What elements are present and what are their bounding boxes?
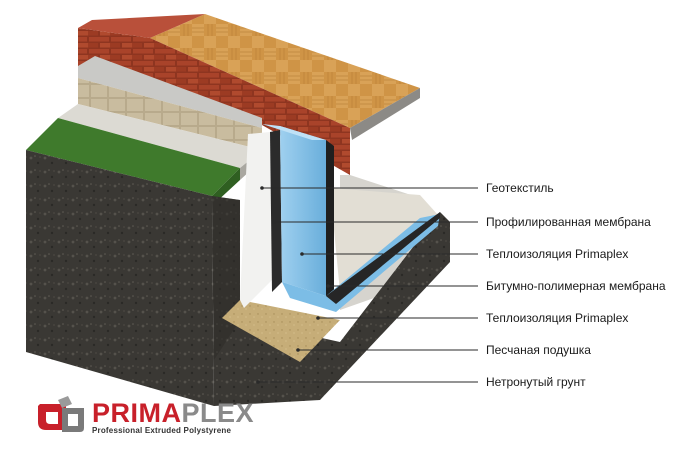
profiled-membrane — [270, 130, 282, 292]
floor-slab-edge — [350, 88, 420, 140]
soil-side — [212, 196, 450, 406]
grass-edge — [212, 168, 240, 204]
sand-cushion — [222, 300, 340, 362]
logo-word-plex: PLEX — [181, 398, 255, 428]
logo-tagline: Professional Extruded Polystyrene — [92, 426, 232, 435]
label-profiled-membrane: Профилированная мембрана — [486, 215, 651, 229]
label-sand-cushion: Песчаная подушка — [486, 343, 591, 357]
paving-strip — [58, 104, 262, 168]
primaplex-logo-icon — [38, 396, 84, 432]
label-bitumen-polymer-membrane: Битумно-полимерная мембрана — [486, 279, 666, 293]
callout-lines — [258, 187, 478, 383]
bitumen-under-slab — [326, 212, 440, 304]
tile-cladding — [78, 78, 262, 150]
label-insulation-primaplex-1: Теплоизоляция Primaplex — [486, 247, 629, 261]
label-insulation-primaplex-2: Теплоизоляция Primaplex — [486, 311, 629, 325]
insulation-wall — [280, 126, 326, 296]
logo-word-prima: PRIMA — [92, 398, 182, 428]
label-geotextile: Геотекстиль — [486, 181, 554, 195]
parquet-floor — [150, 14, 420, 128]
brick-wall-top — [78, 14, 205, 38]
wall-plinth-cap — [78, 56, 262, 128]
soil-front — [26, 150, 214, 406]
label-undisturbed-ground: Нетронутый грунт — [486, 375, 586, 389]
insulation-slab — [282, 214, 440, 312]
insulation-wall-top — [262, 124, 326, 140]
basement-floor — [330, 188, 438, 292]
grass-layer — [26, 118, 240, 196]
bitumen-membrane — [326, 140, 334, 300]
primaplex-logo-wordmark: PRIMAPLEX — [92, 398, 254, 429]
callout-dots — [256, 186, 330, 384]
geotextile-layer — [240, 132, 272, 308]
